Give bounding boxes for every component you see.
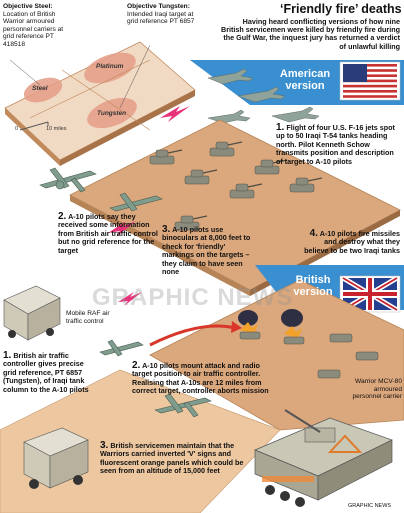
american-step-4: 4. A-10 pilots fire missiles and destroy… (300, 228, 400, 255)
objective-tungsten-text: Intended Iraqi target at grid reference … (127, 10, 195, 26)
raf-label: Mobile RAF air traffic control (66, 310, 110, 325)
objective-tungsten-title: Objective Tungsten: (127, 3, 190, 10)
headline-intro: Having heard conflicting versions of how… (221, 17, 400, 51)
american-step-2: 2. A-10 pilots say they received some in… (58, 211, 158, 255)
american-step-4-number: 4. (309, 228, 318, 239)
raf-truck-british (23, 427, 89, 489)
american-step-3: 3. A-10 pilots use binoculars at 8,000 f… (162, 224, 254, 277)
raf-truck-american (3, 285, 61, 341)
objective-map (4, 41, 196, 166)
british-step-3-text: British servicemen maintain that the War… (100, 441, 244, 476)
watermark: GRAPHIC NEWS (92, 284, 294, 311)
us-flag-icon (343, 64, 397, 98)
burning-warriors (238, 309, 305, 345)
f16-jet-formation (207, 68, 320, 124)
american-step-3-number: 3. (162, 224, 171, 235)
objective-steel: Objective Steel: Location of British War… (3, 3, 69, 49)
british-step-3-number: 3. (100, 440, 109, 451)
map-label-platinum: Platinum (96, 63, 124, 70)
british-step-1-number: 1. (3, 350, 12, 361)
map-scale-zero: 0 (15, 126, 19, 132)
warrior-vehicles (317, 333, 379, 379)
british-step-2-text: A-10 pilots mount attack and radio targe… (132, 361, 269, 396)
american-step-3-text: A-10 pilots use binoculars at 8,000 feet… (162, 225, 251, 277)
headline-title: ‘Friendly fire’ deaths (280, 2, 402, 16)
british-step-3: 3. British servicemen maintain that the … (100, 440, 250, 476)
map-scale-label: 10 miles (46, 126, 67, 132)
iraqi-tank-column (149, 141, 323, 231)
objective-steel-title: Objective Steel: (3, 3, 53, 10)
a10-aircraft-american (39, 167, 163, 212)
american-version-banner: American version (279, 68, 331, 92)
map-label-steel: Steel (32, 85, 48, 92)
british-step-1-text: British air traffic controller gives pre… (3, 351, 89, 394)
warrior-mcv80-illustration (254, 409, 393, 507)
a10-aircraft-british (99, 339, 212, 418)
objective-tungsten: Objective Tungsten: Intended Iraqi targe… (127, 3, 197, 26)
british-version-banner: British version (293, 274, 333, 298)
british-step-2-number: 2. (132, 360, 141, 371)
american-step-2-text: A-10 pilots say they received some infor… (58, 212, 158, 255)
warrior-label: Warrior MCV-80 armoured personnel carrie… (352, 378, 402, 401)
map-label-tungsten: Tungsten (97, 110, 127, 117)
american-step-1-number: 1. (276, 122, 285, 133)
credit-label: GRAPHIC NEWS (348, 503, 392, 509)
objective-leader-lines (9, 44, 151, 109)
british-step-1: 1. British air traffic controller gives … (3, 350, 95, 394)
attack-arrow (149, 321, 242, 347)
american-step-1: 1. Flight of four U.S. F-16 jets spot up… (276, 122, 400, 166)
american-step-4-text: A-10 pilots fire missiles and destroy wh… (304, 229, 400, 255)
american-step-1-text: Flight of four U.S. F-16 jets spot up to… (276, 123, 395, 166)
american-step-2-number: 2. (58, 211, 67, 222)
british-step-2: 2. A-10 pilots mount attack and radio ta… (132, 360, 272, 396)
objective-steel-text: Location of British Warrior armoured per… (3, 10, 64, 48)
